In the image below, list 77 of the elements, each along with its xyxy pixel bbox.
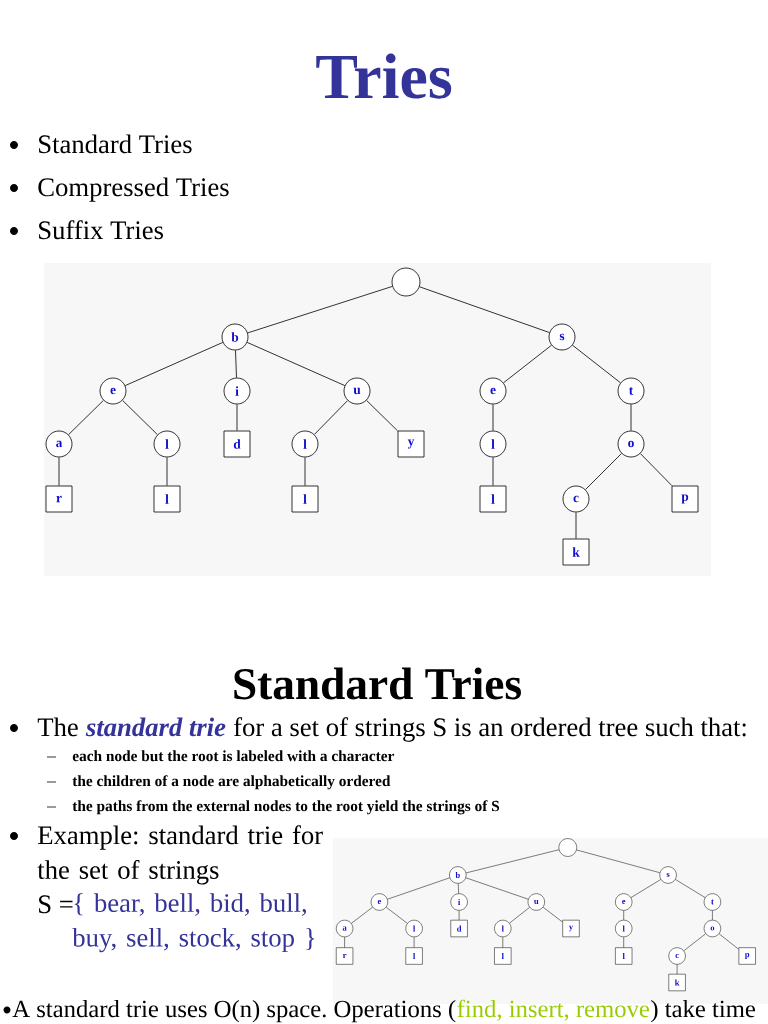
bullet-text: Example: standard trie for the set of strings xyxy=(37,825,323,885)
bullet-text: The xyxy=(37,717,78,737)
leaf-box: k xyxy=(562,538,590,566)
tree-edge xyxy=(576,849,661,873)
tree-edge xyxy=(166,457,168,486)
leaf-box: d xyxy=(223,430,251,458)
tree-edge xyxy=(304,457,306,486)
tree-edge xyxy=(387,877,450,900)
tree-edge xyxy=(718,933,739,950)
tree-edge xyxy=(351,906,373,924)
sub-bullet-text: the children of a node are alphabetically ordered xyxy=(72,775,391,790)
leaf-box: l xyxy=(494,947,512,965)
tree-edge xyxy=(712,910,713,921)
leaf-box: y xyxy=(397,430,425,458)
leaf-box: l xyxy=(291,485,319,513)
leaf-box: l xyxy=(479,485,507,513)
tree-edge xyxy=(640,453,673,486)
tree-edge xyxy=(366,400,398,432)
tree-edge xyxy=(585,453,622,490)
tree-edge xyxy=(492,404,494,431)
root-circle xyxy=(558,838,577,857)
tree-edge xyxy=(122,400,158,435)
tree-edge xyxy=(124,342,224,386)
bullet-text: for a set of strings S is an ordered tree such that: xyxy=(233,717,746,742)
tree-edge xyxy=(246,342,346,386)
bullet-text: Standard Tries xyxy=(39,134,192,154)
sub-bullet-text: each node but the root is labeled with a character xyxy=(72,750,395,762)
bullet-text: S = xyxy=(39,895,73,914)
tree-edge xyxy=(458,910,460,921)
tree-edge xyxy=(344,936,345,948)
tree-edge xyxy=(575,512,577,539)
tree-edge xyxy=(68,400,104,435)
root-circle xyxy=(391,267,421,297)
leaf-box: p xyxy=(738,947,756,965)
leaf-box: l xyxy=(405,947,423,965)
operations: find, insert, remove xyxy=(457,999,649,1021)
bullet-text: A standard trie uses O(n) space. Operations ( xyxy=(12,999,456,1023)
leaf-box: r xyxy=(45,485,73,513)
leaf-box: k xyxy=(668,973,686,992)
tree-edge xyxy=(683,933,706,951)
string-set: { bear, bell, bid, bull, buy, sell, stock, stop } xyxy=(72,893,315,953)
title: Tries xyxy=(316,53,452,99)
bullet-text: Compressed Tries xyxy=(38,177,229,202)
leaf-box: l xyxy=(153,485,181,513)
tree-edge xyxy=(630,404,632,431)
tree-edge xyxy=(457,883,459,894)
tree-edge xyxy=(572,344,621,384)
tree-edge xyxy=(465,849,560,874)
sub-bullet-text: the paths from the external nodes to the root yield the strings of S xyxy=(72,800,500,815)
tree-edge xyxy=(465,877,529,900)
tree-edge xyxy=(509,907,530,924)
tree-edge xyxy=(542,906,563,923)
leaf-box: l xyxy=(615,947,633,965)
tree-edge xyxy=(623,910,624,921)
tree-edge xyxy=(236,404,238,431)
bullet-text: Suffix Tries xyxy=(39,220,163,240)
leaf-box: p xyxy=(671,485,699,513)
tree-edge xyxy=(58,457,60,486)
tree-edge xyxy=(235,350,237,378)
bullet-text: ) take time xyxy=(651,999,755,1023)
tree-edge xyxy=(492,457,494,486)
leaf-box: d xyxy=(450,919,468,938)
heading: Standard Tries xyxy=(234,667,521,700)
tree-edge xyxy=(502,936,504,948)
tree-edge xyxy=(385,906,408,924)
leaf-box: r xyxy=(336,947,354,965)
tree-edge xyxy=(314,400,348,435)
leaf-box: y xyxy=(562,919,580,938)
tree-edge xyxy=(419,286,550,333)
tree-edge xyxy=(503,344,552,384)
tree-edge xyxy=(623,936,624,948)
term: standard trie xyxy=(85,717,226,737)
tree-edge xyxy=(676,964,678,975)
tree-edge xyxy=(630,879,662,898)
tree-edge xyxy=(247,286,393,334)
tree-edge xyxy=(413,936,415,948)
tree-edge xyxy=(675,879,706,898)
